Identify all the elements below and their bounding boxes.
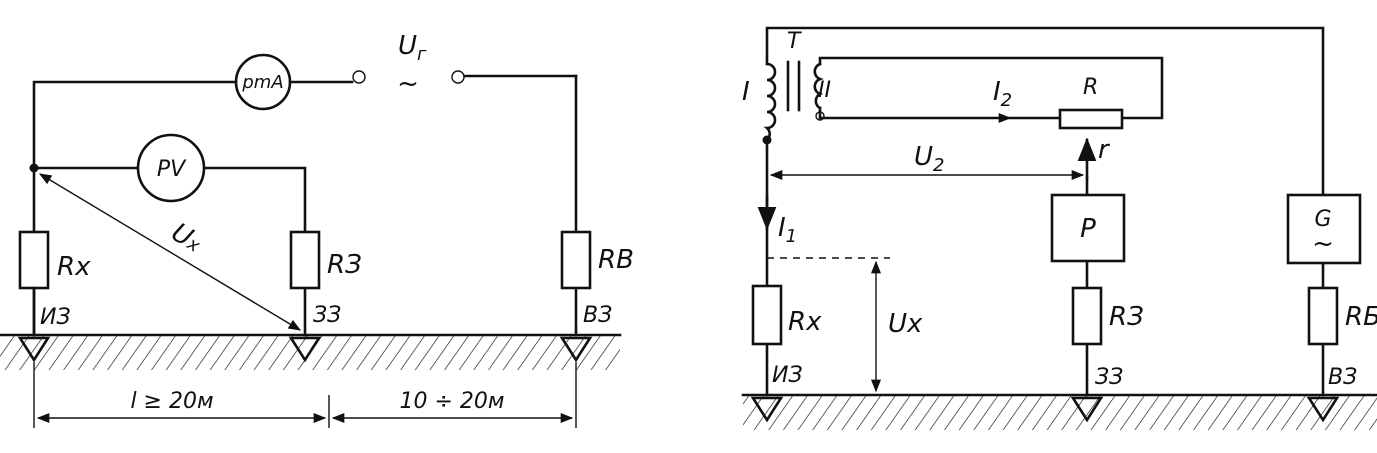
right-junction-dot (762, 135, 772, 145)
transformer-t: T I II (742, 29, 831, 142)
resistor-rx-left (18, 230, 50, 290)
distance-1-label: l ≥ 20м (130, 389, 213, 414)
source-terminals: ~ Uг (352, 31, 465, 99)
transformer-label: T (787, 29, 802, 54)
label-rb-left: RВ (598, 245, 634, 275)
resistor-rb-right (1307, 286, 1339, 346)
right-circuit-diagram: T I II I2 R r U2 I1 P G ~ Rx RЗ RБ (741, 26, 1377, 430)
voltmeter-label: PV (157, 157, 187, 182)
right-electrode-aux (1306, 396, 1340, 423)
u2-label: U2 (914, 142, 944, 176)
label-electrode-probe-left: ЗЗ (313, 303, 341, 328)
source-ac-symbol: ~ (397, 69, 419, 99)
right-ground (741, 393, 1377, 430)
label-electrode-probe-right: ЗЗ (1095, 365, 1123, 390)
source-voltage-label: Uг (398, 31, 427, 65)
label-rb-right: RБ (1345, 302, 1377, 332)
i2-label: I2 (993, 77, 1012, 111)
winding-1-label: I (742, 77, 750, 107)
left-electrode-test (17, 336, 51, 363)
left-electrode-probe (288, 336, 322, 363)
resistor-rb-left (560, 230, 592, 290)
right-electrode-probe (1070, 396, 1104, 423)
slider-label: r (1098, 135, 1111, 165)
label-electrode-test-left: ИЗ (40, 305, 71, 330)
ammeter-pma: pmA (234, 53, 292, 111)
left-circuit-diagram: pmA PV ~ Uг Rx RЗ RВ Ux ИЗ ЗЗ ВЗ (0, 31, 634, 428)
ux-diagonal-arrow (38, 173, 302, 331)
label-electrode-aux-left: ВЗ (583, 303, 612, 328)
resistor-r3-left (289, 230, 321, 290)
resistor-rx-right (751, 284, 783, 346)
label-r3-right: RЗ (1109, 302, 1144, 332)
generator-label: G (1314, 207, 1331, 232)
rheostat-label: R (1083, 75, 1098, 100)
generator-ac-symbol: ~ (1312, 229, 1334, 259)
winding-2-terminal (815, 111, 825, 121)
voltmeter-pv: PV (136, 133, 206, 203)
distance-2-label: 10 ÷ 20м (399, 389, 504, 414)
label-electrode-test-right: ИЗ (772, 363, 803, 388)
generator-g (1286, 193, 1362, 265)
rheostat-r (1058, 108, 1124, 130)
label-r3-left: RЗ (327, 250, 362, 280)
ammeter-label: pmA (241, 72, 283, 93)
label-electrode-aux-right: ВЗ (1328, 365, 1357, 390)
resistor-r3-right (1071, 286, 1103, 346)
detector-label: P (1080, 214, 1096, 244)
right-wires (765, 26, 1325, 397)
ux-label-right: Ux (888, 309, 923, 339)
left-wires (32, 74, 578, 337)
label-rx-right: Rx (788, 307, 822, 337)
right-electrode-test (750, 396, 784, 423)
label-rx-left: Rx (57, 252, 91, 282)
winding-2-label: II (818, 78, 831, 103)
distance-dimensions: l ≥ 20м 10 ÷ 20м (33, 362, 577, 428)
i1-label: I1 (778, 213, 797, 247)
left-electrode-aux (559, 336, 593, 363)
detector-p (1050, 193, 1126, 263)
left-junction-dot (29, 163, 39, 173)
